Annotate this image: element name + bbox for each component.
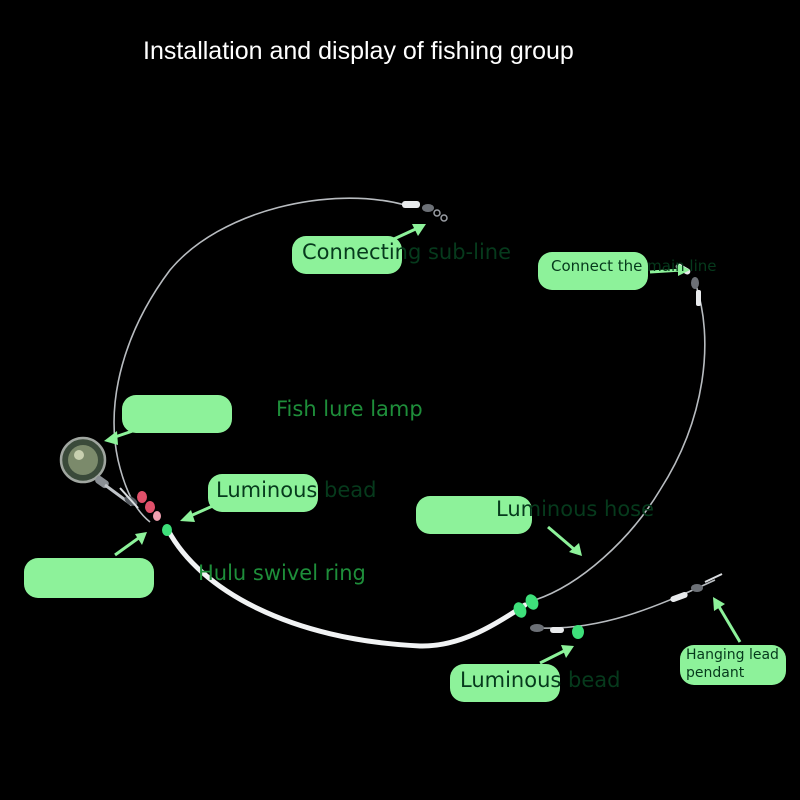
pill-luminous-bead-lower [450,664,560,702]
fish-lure-lamp-icon [59,436,109,489]
pill-hanging-lead-pendant [680,645,786,685]
label-hulu-swivel-ring: Hulu swivel ring [198,561,366,585]
hanging-lead-swivel-icon [670,573,723,603]
luminous-hose-tube [165,527,528,649]
label-luminous-hose: Luminous hose [496,497,655,521]
main-line [113,197,406,523]
page-title: Installation and display of fishing grou… [143,37,574,65]
pill-luminous-hose [416,496,532,534]
lower-swivel-icon [530,624,584,639]
main-line-right [534,281,706,601]
label-connect-main-line: Connect the main line [551,257,717,275]
pill-connect-main-line [538,252,648,290]
pill-fish-lure-lamp [122,395,232,433]
label-hanging-lead-pendant: Hanging lead pendant [686,647,779,681]
pill-hulu-swivel-ring [24,558,154,598]
luminous-bead-pair [513,594,539,618]
luminous-bead-upper [162,524,172,536]
swivel-icon [402,201,448,222]
label-connecting-sub-line: Connecting sub-line [302,240,512,264]
red-beads [137,491,161,521]
lower-sub-line [539,579,716,629]
label-luminous-bead-upper: Luminous bead [216,478,377,502]
label-fish-lure-lamp: Fish lure lamp [276,397,423,421]
pill-luminous-bead-upper [208,474,318,512]
pill-connecting-sub-line [292,236,402,274]
label-luminous-bead-lower: Luminous bead [460,668,621,692]
pointer-arrows [104,224,742,665]
snap-clip-icon [104,483,139,509]
